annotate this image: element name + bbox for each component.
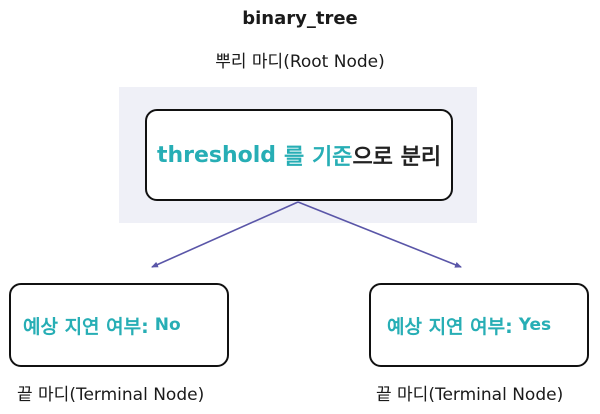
leaf-caption-right: 끝 마디(Terminal Node) xyxy=(376,385,564,405)
root-keyword: threshold xyxy=(156,142,277,168)
leaf-node-no: 예상 지연 여부: No xyxy=(9,283,229,367)
root-criteria: 를 기준 xyxy=(284,145,353,170)
diagram-title: binary_tree xyxy=(242,8,358,29)
root-node: threshold 를 기준 으로 분리 xyxy=(145,109,453,201)
leaf-caption-left: 끝 마디(Terminal Node) xyxy=(17,385,205,405)
leaf-answer: No xyxy=(154,315,181,335)
leaf-answer: Yes xyxy=(518,315,552,335)
root-caption: 뿌리 마디(Root Node) xyxy=(215,52,385,72)
edge-right xyxy=(297,201,462,268)
leaf-condition: 예상 지연 여부: xyxy=(23,315,149,338)
root-rest: 으로 분리 xyxy=(352,145,442,170)
leaf-node-yes: 예상 지연 여부: Yes xyxy=(369,283,589,367)
leaf-condition: 예상 지연 여부: xyxy=(387,315,513,338)
edge-left xyxy=(151,201,299,268)
